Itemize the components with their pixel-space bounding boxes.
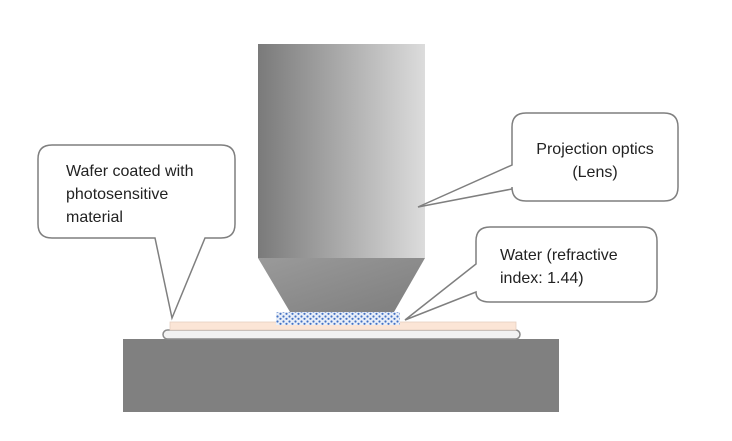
callout-wafer-line-2: photosensitive bbox=[66, 186, 168, 203]
stage bbox=[123, 339, 559, 412]
wafer bbox=[162, 329, 521, 340]
callout-water-line-2: index: 1.44) bbox=[500, 270, 584, 287]
lens-body bbox=[258, 44, 425, 258]
lens-tip bbox=[258, 258, 425, 312]
callout-lens-line-1: Projection optics bbox=[536, 141, 653, 158]
callout-lens: Projection optics (Lens) bbox=[417, 112, 679, 208]
callout-water-line-1: Water (refractive bbox=[500, 247, 618, 264]
callout-lens-line-2: (Lens) bbox=[572, 164, 617, 181]
callout-wafer-line-1: Wafer coated with bbox=[66, 163, 193, 180]
water-layer bbox=[276, 312, 400, 325]
callout-water: Water (refractive index: 1.44) bbox=[404, 226, 658, 321]
callout-wafer-line-3: material bbox=[66, 209, 123, 226]
callout-wafer: Wafer coated with photosensitive materia… bbox=[37, 144, 236, 321]
